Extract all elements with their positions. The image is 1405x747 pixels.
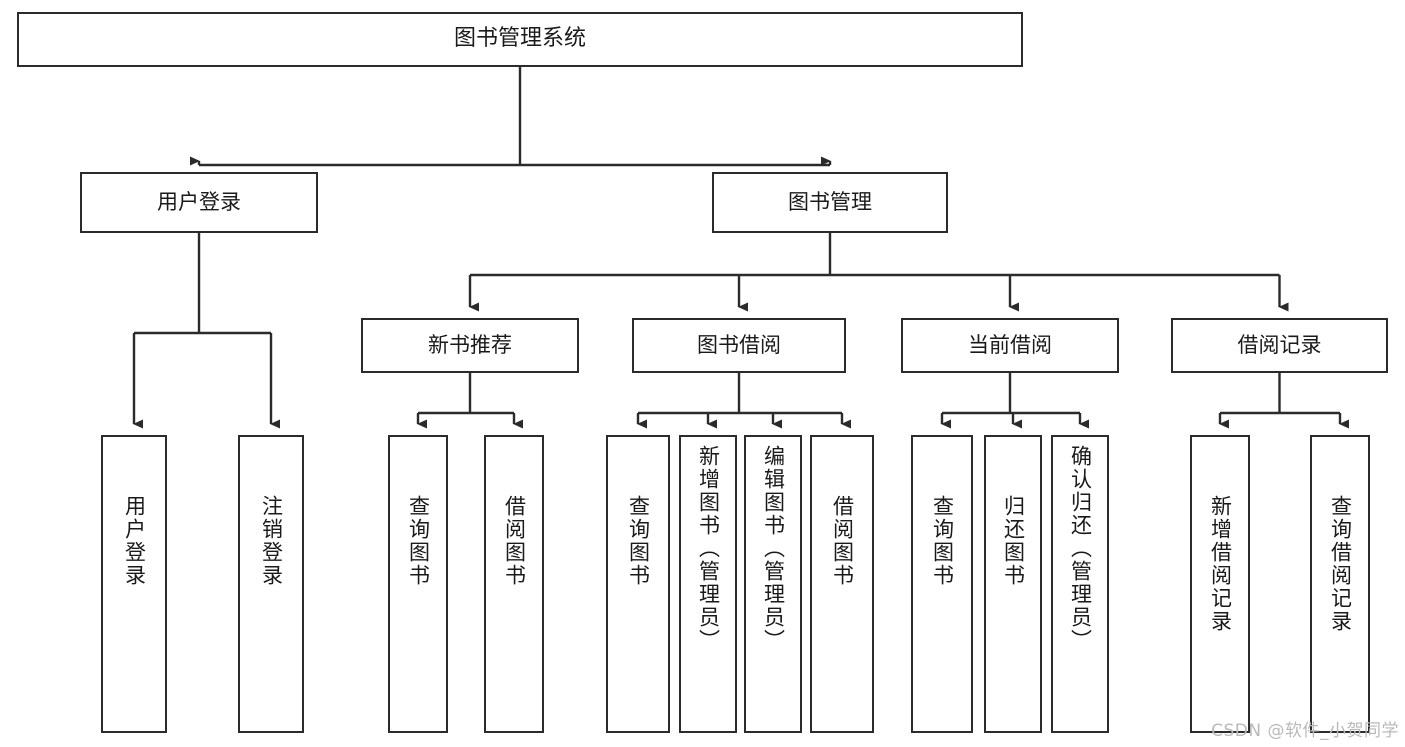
node-leaf-user-login[interactable]: 用户登录 [101,435,167,733]
node-label: 用户登录 [122,495,147,587]
node-label: 借阅图书 [830,495,855,587]
node-label: 新增图书（管理员） [696,445,721,652]
node-label: 图书管理 [788,190,872,215]
node-leaf-add-record[interactable]: 新增借阅记录 [1190,435,1250,733]
node-leaf-confirm-return[interactable]: 确认归还（管理员） [1051,435,1109,733]
node-label: 当前借阅 [968,333,1052,358]
node-current-borrow[interactable]: 当前借阅 [901,318,1119,373]
node-label: 新书推荐 [428,333,512,358]
node-label: 查询图书 [930,495,955,587]
node-book-manage[interactable]: 图书管理 [712,172,948,233]
node-leaf-query-record[interactable]: 查询借阅记录 [1310,435,1370,733]
node-borrow-record[interactable]: 借阅记录 [1171,318,1388,373]
node-label: 归还图书 [1001,495,1026,587]
node-new-book-rec[interactable]: 新书推荐 [361,318,579,373]
watermark-text: CSDN @软件_小贺同学 [1211,721,1399,741]
node-user-login[interactable]: 用户登录 [80,172,318,233]
node-label: 查询图书 [406,495,431,587]
node-label: 图书管理系统 [453,26,586,52]
node-root[interactable]: 图书管理系统 [17,12,1023,67]
node-leaf-borrow-book-rec[interactable]: 借阅图书 [484,435,544,733]
node-leaf-query-book-rec[interactable]: 查询图书 [388,435,448,733]
node-label: 借阅图书 [502,495,527,587]
node-label: 注销登录 [259,495,284,587]
node-label: 查询借阅记录 [1328,495,1353,633]
node-label: 图书借阅 [697,333,781,358]
node-leaf-edit-book[interactable]: 编辑图书（管理员） [744,435,802,733]
node-leaf-query-book-b[interactable]: 查询图书 [606,435,670,733]
node-leaf-query-book-c[interactable]: 查询图书 [911,435,973,733]
node-label: 借阅记录 [1237,333,1322,358]
node-leaf-logout[interactable]: 注销登录 [238,435,304,733]
node-leaf-borrow-book-b[interactable]: 借阅图书 [810,435,874,733]
node-book-borrow[interactable]: 图书借阅 [632,318,846,373]
node-label: 新增借阅记录 [1208,495,1233,633]
node-leaf-return-book[interactable]: 归还图书 [984,435,1042,733]
node-label: 用户登录 [157,190,241,215]
node-label: 查询图书 [626,495,651,587]
node-label: 编辑图书（管理员） [761,445,786,652]
node-leaf-add-book[interactable]: 新增图书（管理员） [679,435,737,733]
node-label: 确认归还（管理员） [1068,445,1093,652]
